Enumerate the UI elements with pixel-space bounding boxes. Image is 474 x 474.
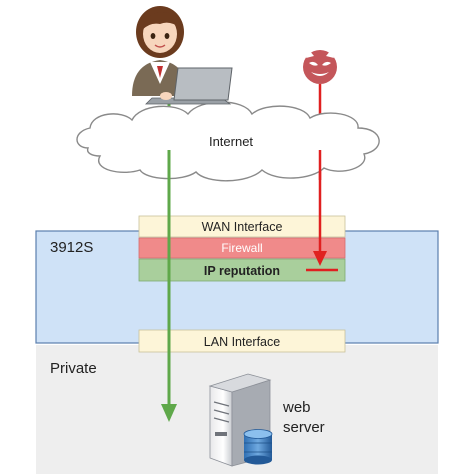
database-icon xyxy=(243,429,273,465)
private-label: Private xyxy=(50,360,97,377)
ip-reputation-band xyxy=(138,258,346,282)
user-at-laptop-icon xyxy=(132,6,233,105)
device-name: 3912S xyxy=(50,239,93,256)
server-label-line2: server xyxy=(283,419,325,436)
attacker-devil-icon xyxy=(303,50,337,84)
firewall-label: Firewall xyxy=(221,241,262,255)
firewall-band xyxy=(138,237,346,259)
wan-interface-label: WAN Interface xyxy=(202,220,283,234)
server-label-line1: web xyxy=(282,399,311,416)
lan-interface-label: LAN Interface xyxy=(204,335,280,349)
lan-interface-band xyxy=(138,329,346,353)
ip-reputation-label: IP reputation xyxy=(204,264,280,278)
wan-interface-band xyxy=(138,215,346,238)
cloud-icon xyxy=(76,101,380,182)
internet-label: Internet xyxy=(209,134,253,149)
